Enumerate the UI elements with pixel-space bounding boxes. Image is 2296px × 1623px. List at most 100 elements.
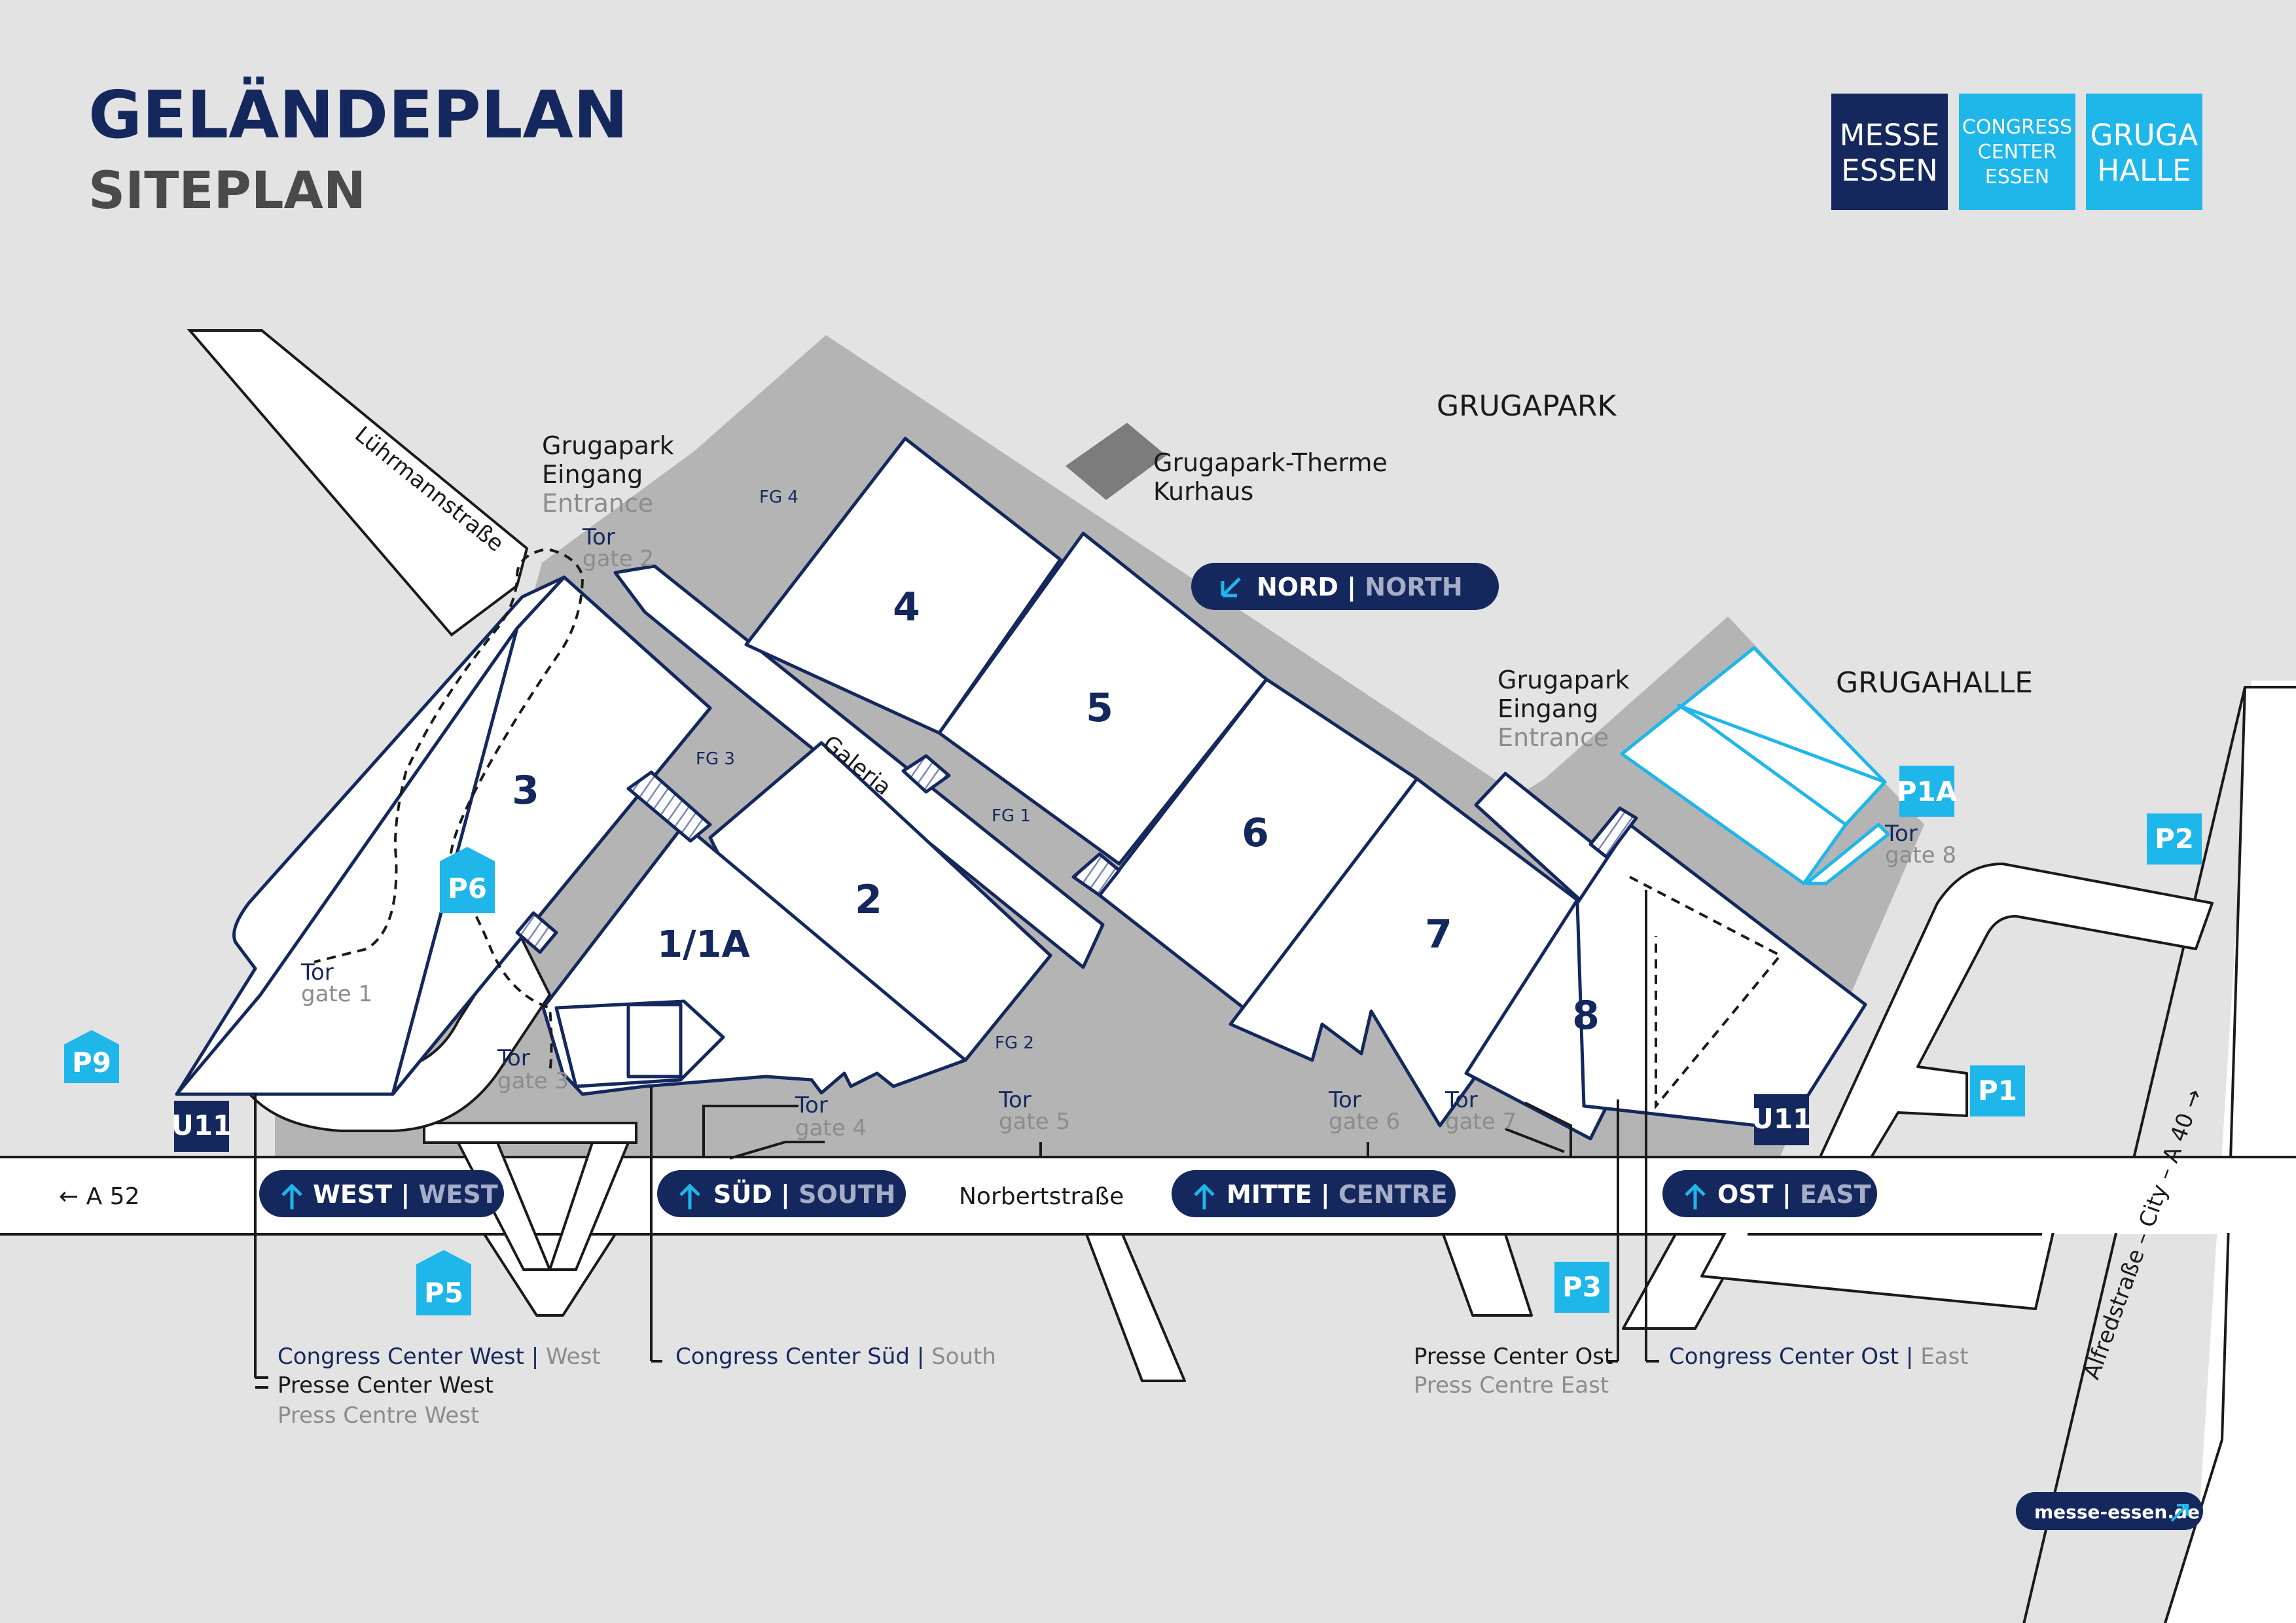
svg-text:Congress Center Ost | East: Congress Center Ost | East xyxy=(1669,1344,1969,1370)
parking-p5: P5 xyxy=(416,1250,471,1315)
svg-text:Press Centre West: Press Centre West xyxy=(278,1402,479,1429)
logo-grugahalle: GRUGA HALLE xyxy=(2086,94,2202,210)
grugahalle-label: GRUGAHALLE xyxy=(1836,666,2033,700)
svg-text:Congress Center Süd | South: Congress Center Süd | South xyxy=(675,1344,996,1370)
svg-text:Tor: Tor xyxy=(998,1087,1031,1113)
svg-text:P9: P9 xyxy=(72,1046,111,1079)
svg-text:P1A: P1A xyxy=(1897,776,1958,808)
svg-text:CONGRESS: CONGRESS xyxy=(1962,116,2072,139)
parking-p1: P1 xyxy=(1970,1065,2025,1116)
svg-text:OST | EAST: OST | EAST xyxy=(1717,1180,1871,1209)
legend-presse-west: Presse Center West Press Centre West xyxy=(278,1372,493,1429)
svg-text:Grugapark: Grugapark xyxy=(542,431,674,460)
fg1-label: FG 1 xyxy=(992,806,1031,826)
entrance-nord[interactable]: NORD | NORTH xyxy=(1191,563,1499,610)
svg-text:Entrance: Entrance xyxy=(542,489,653,518)
hall-numbers: 1/1A 2 3 4 5 6 7 8 xyxy=(512,584,1600,1039)
svg-text:Tor: Tor xyxy=(1884,821,1918,847)
grugapark-label: GRUGAPARK xyxy=(1437,389,1617,423)
grugahalle-building xyxy=(1620,646,1890,885)
arrow-down-left-icon xyxy=(1221,577,1241,597)
therme-label-2: Kurhaus xyxy=(1153,477,1253,506)
svg-text:Eingang: Eingang xyxy=(1498,694,1598,723)
hall-number-6: 6 xyxy=(1242,810,1269,856)
u11-east: U11 xyxy=(1751,1094,1812,1145)
svg-text:gate 3: gate 3 xyxy=(497,1068,569,1094)
svg-text:gate 1: gate 1 xyxy=(301,981,372,1007)
svg-text:NORD | NORTH: NORD | NORTH xyxy=(1257,573,1463,602)
legend-cc-sued: Congress Center Süd | South xyxy=(675,1344,996,1370)
parking-p2: P2 xyxy=(2147,813,2202,865)
svg-text:Press Centre East: Press Centre East xyxy=(1414,1372,1609,1399)
svg-text:P2: P2 xyxy=(2155,823,2194,855)
page-subtitle: SITEPLAN xyxy=(88,162,366,221)
arrow-up-icon xyxy=(1194,1183,1215,1209)
svg-text:Presse Center West: Presse Center West xyxy=(278,1372,493,1399)
parking-p3: P3 xyxy=(1554,1262,1609,1313)
svg-text:gate 8: gate 8 xyxy=(1885,842,1956,868)
a52-label: ← A 52 xyxy=(59,1183,140,1210)
svg-text:Presse Center Ost: Presse Center Ost xyxy=(1414,1344,1613,1370)
svg-text:ESSEN: ESSEN xyxy=(1841,153,1938,188)
arrow-up-right-icon xyxy=(2170,1504,2189,1522)
svg-text:Entrance: Entrance xyxy=(1498,723,1609,752)
svg-text:gate 6: gate 6 xyxy=(1329,1109,1400,1135)
svg-text:MITTE | CENTRE: MITTE | CENTRE xyxy=(1227,1180,1448,1209)
park-entrance-east: Grugapark Eingang Entrance xyxy=(1498,666,1630,752)
svg-text:Grugapark: Grugapark xyxy=(1498,666,1630,694)
hall-number-3: 3 xyxy=(512,768,539,813)
svg-text:Tor: Tor xyxy=(1328,1087,1361,1113)
svg-text:gate 7: gate 7 xyxy=(1445,1109,1516,1135)
svg-text:messe-essen.de: messe-essen.de xyxy=(2034,1501,2200,1523)
fg3-label: FG 3 xyxy=(696,749,735,769)
svg-text:gate 2: gate 2 xyxy=(583,546,654,572)
svg-text:P5: P5 xyxy=(424,1277,463,1309)
svg-text:Tor: Tor xyxy=(300,959,334,986)
hall-number-5: 5 xyxy=(1086,685,1113,731)
u11-west: U11 xyxy=(171,1101,232,1152)
page-title: GELÄNDEPLAN xyxy=(88,77,628,153)
legend-presse-ost: Presse Center Ost Press Centre East xyxy=(1414,1344,1613,1399)
svg-text:P3: P3 xyxy=(1562,1271,1602,1303)
norbertstrasse-label: Norbertstraße xyxy=(959,1183,1124,1210)
svg-text:Tor: Tor xyxy=(497,1045,530,1071)
fg2-label: FG 2 xyxy=(995,1033,1034,1053)
buildings xyxy=(175,437,1867,1141)
parking-markers: P1 P1A P2 P3 P5 P6 P9 xyxy=(64,766,2202,1315)
svg-text:CENTER: CENTER xyxy=(1978,141,2056,164)
arrow-up-icon xyxy=(679,1183,700,1209)
arrow-up-icon xyxy=(1685,1183,1706,1209)
parking-p6: P6 xyxy=(440,847,495,913)
svg-text:gate 5: gate 5 xyxy=(999,1109,1070,1135)
entrance-west[interactable]: WEST | WEST xyxy=(259,1170,504,1217)
svg-text:HALLE: HALLE xyxy=(2097,153,2191,188)
walking-paths xyxy=(314,548,1783,1110)
entrance-sued[interactable]: SÜD | SOUTH xyxy=(657,1170,906,1217)
hall-number-1: 1/1A xyxy=(657,923,750,966)
svg-text:U11: U11 xyxy=(1751,1103,1812,1135)
svg-text:ESSEN: ESSEN xyxy=(1985,166,2049,188)
therme-building xyxy=(1066,423,1166,500)
svg-text:SÜD | SOUTH: SÜD | SOUTH xyxy=(713,1180,895,1209)
parking-p9: P9 xyxy=(64,1030,119,1083)
hall-7 xyxy=(1229,777,1596,1128)
website-link[interactable]: messe-essen.de xyxy=(2016,1492,2203,1530)
svg-text:Eingang: Eingang xyxy=(542,460,643,489)
entrance-ost[interactable]: OST | EAST xyxy=(1662,1170,1877,1217)
hall-number-8: 8 xyxy=(1572,993,1600,1039)
svg-text:P6: P6 xyxy=(448,872,487,904)
legend-cc-west: Congress Center West | West xyxy=(278,1344,601,1370)
svg-text:gate 4: gate 4 xyxy=(795,1115,867,1141)
svg-text:WEST | WEST: WEST | WEST xyxy=(313,1180,498,1209)
entrance-mitte[interactable]: MITTE | CENTRE xyxy=(1172,1170,1456,1217)
svg-text:P1: P1 xyxy=(1978,1075,2017,1107)
park-entrance-west: Grugapark Eingang Entrance xyxy=(542,431,674,518)
